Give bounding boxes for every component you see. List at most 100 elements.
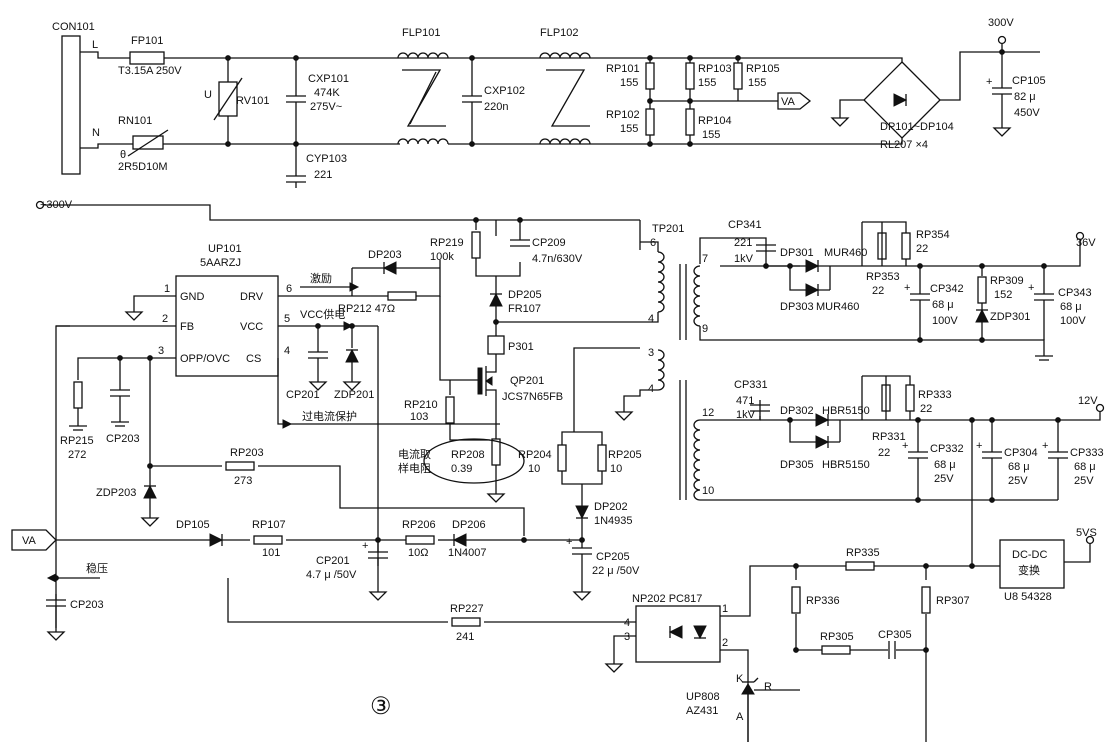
junction-dot — [687, 55, 693, 61]
label-dp105: DP105 — [176, 519, 210, 531]
terminal — [1075, 231, 1085, 241]
transformer-winding — [693, 265, 701, 327]
label-rp104v: 155 — [702, 129, 720, 141]
resistor-v — [901, 232, 911, 260]
label-rp101v: 155 — [620, 77, 638, 89]
label-rp331: RP331 — [872, 431, 906, 443]
label-va-left: VA — [22, 535, 37, 547]
junction-dot — [293, 55, 299, 61]
label-cp201bv: 4.7 μ /50V — [306, 569, 357, 581]
diode-left — [452, 533, 467, 547]
label-rp205: RP205 — [608, 449, 642, 461]
label-pin1: 1 — [164, 283, 170, 295]
junction-dot — [147, 463, 153, 469]
resistor-h — [225, 461, 255, 471]
label-cp201b: CP201 — [316, 555, 350, 567]
label-mur1: MUR460 — [824, 247, 867, 259]
label-v12: 12V — [1078, 395, 1098, 407]
junction-dot — [923, 647, 929, 653]
label-cp333b: 25V — [1074, 475, 1094, 487]
label-pin5: 5 — [284, 313, 290, 325]
label-dp202v: 1N4935 — [594, 515, 633, 527]
diode-up — [975, 308, 989, 323]
label-tw6: 6 — [650, 237, 656, 249]
resistor-v — [73, 381, 83, 409]
resistor-v — [791, 586, 801, 614]
junction-dot — [517, 217, 523, 223]
resistor-v — [557, 444, 567, 472]
wire — [896, 649, 927, 742]
sec-return-36 — [699, 326, 1045, 350]
label-rp333v: 22 — [920, 403, 932, 415]
label-cp209v: 4.7n/630V — [532, 253, 583, 265]
junction-dot — [793, 647, 799, 653]
ground-symbol — [124, 311, 144, 321]
label-tw4a: 4 — [648, 313, 654, 325]
label-dp205v: FR107 — [508, 303, 541, 315]
junction-dot — [989, 497, 995, 503]
flp101-z — [402, 69, 446, 127]
label-cyp103v: 221 — [314, 169, 332, 181]
label-cp331: CP331 — [734, 379, 768, 391]
junction-dot — [225, 141, 231, 147]
label-cp333a: 68 μ — [1074, 461, 1096, 473]
rail-p300 — [44, 204, 640, 221]
diode-right — [209, 533, 224, 547]
label-cp332: CP332 — [930, 443, 964, 455]
label-cp332a: 68 μ — [934, 459, 956, 471]
resistor-v — [685, 62, 695, 90]
label-a-lbl: A — [736, 711, 744, 723]
label-up101: UP101 — [208, 243, 242, 255]
pin6-drv — [278, 260, 441, 297]
label-cxp101b: 275V~ — [310, 101, 342, 113]
resistor-v — [733, 62, 743, 90]
label-fp101: FP101 — [131, 35, 163, 47]
label-rp335: RP335 — [846, 547, 880, 559]
label-cxp101: CXP101 — [308, 73, 349, 85]
inductor-coil — [539, 52, 591, 59]
resistor-v — [445, 396, 455, 424]
label-rp206: RP206 — [402, 519, 436, 531]
label-v300: 300V — [988, 17, 1014, 29]
dcdc-box — [999, 539, 1065, 589]
polarity-mark: + — [566, 536, 572, 548]
label-p300: +300V — [40, 199, 73, 211]
label-rp354v: 22 — [916, 243, 928, 255]
mosfet-arrow — [485, 376, 493, 386]
connector-con101 — [61, 35, 81, 175]
inductor-coil — [397, 52, 449, 59]
resistor-v — [685, 108, 695, 136]
label-hbr2: HBR5150 — [822, 459, 870, 471]
label-dp302: DP302 — [780, 405, 814, 417]
thermistor-slash — [127, 129, 169, 157]
rail-12v — [840, 412, 1101, 421]
label-cp201a: CP201 — [286, 389, 320, 401]
label-r-lbl: R — [764, 681, 772, 693]
label-con101: CON101 — [52, 21, 95, 33]
label-p301: P301 — [508, 341, 534, 353]
label-rp212: RP212 47Ω — [338, 303, 395, 315]
label-rp333: RP333 — [918, 389, 952, 401]
label-rp227v: 241 — [456, 631, 474, 643]
diode-right — [815, 435, 830, 449]
ground-symbol — [572, 591, 592, 601]
bridge-ac1 — [860, 57, 903, 62]
label-dcdc1: DC-DC — [1012, 549, 1047, 561]
label-va-top: VA — [781, 96, 796, 108]
polarity-mark: + — [1028, 282, 1034, 294]
label-cp203b: CP203 — [70, 599, 104, 611]
junction-dot — [687, 141, 693, 147]
label-rp309: RP309 — [990, 275, 1024, 287]
resistor-v — [491, 438, 501, 466]
resistor-v — [905, 384, 915, 412]
label-rv101: RV101 — [236, 95, 269, 107]
label-rp309v: 152 — [994, 289, 1012, 301]
gate-wire — [439, 296, 480, 381]
label-n-pin: N — [92, 127, 100, 139]
label-rp103: RP103 — [698, 63, 732, 75]
label-cp304: CP304 — [1004, 447, 1038, 459]
label-rp104: RP104 — [698, 115, 732, 127]
label-dp305: DP305 — [780, 459, 814, 471]
polarity-mark: + — [902, 440, 908, 452]
rp204-205 — [561, 431, 603, 485]
